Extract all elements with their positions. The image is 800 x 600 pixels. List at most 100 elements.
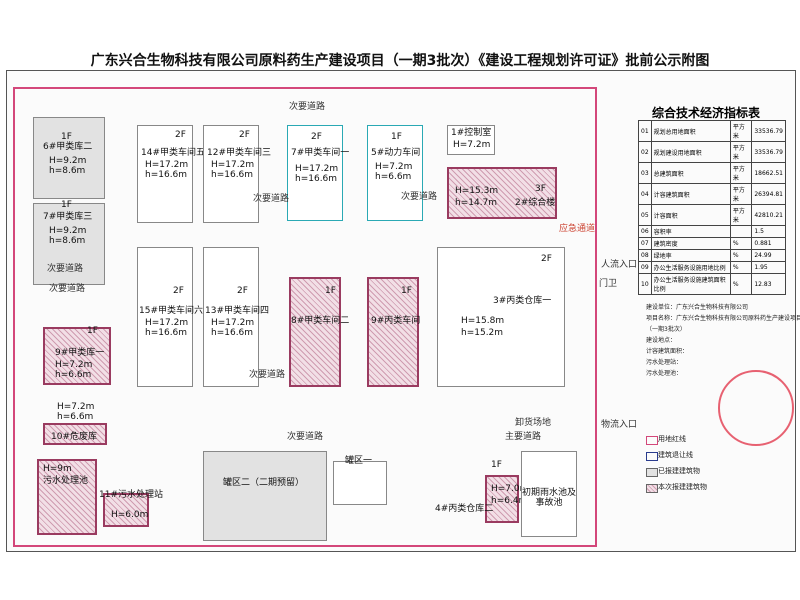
building-11-h1: H=6.0m — [111, 510, 149, 520]
legend-current: 本次报建建筑物 — [658, 483, 707, 491]
indicator-cell: 26394.81 — [751, 183, 786, 205]
indicator-cell: 09 — [638, 261, 652, 274]
building-7-name: 7#甲类车间一 — [291, 148, 350, 158]
gate-logistics: 物流入口 — [601, 420, 638, 430]
indicator-cell: 办公生活服务设施用地比例 — [650, 261, 731, 274]
indicator-cell: % — [729, 273, 753, 295]
building-2-h2: h=14.7m — [455, 198, 498, 208]
indicator-cell: 平方米 — [729, 204, 753, 226]
project-info-line: 计容建筑面积： — [646, 348, 689, 355]
road-bottom: 次要道路 — [287, 432, 324, 442]
indicator-cell: 容积率 — [650, 225, 731, 238]
building-12-floors: 2F — [239, 130, 250, 140]
sewage-pool — [37, 459, 97, 535]
indicator-cell: % — [729, 261, 753, 274]
sewage-pool-name: 污水处理池 — [43, 476, 89, 486]
indicator-cell: 02 — [638, 141, 652, 163]
building-2-name: 2#综合楼 — [515, 198, 556, 208]
building-2-floors: 3F — [535, 184, 546, 194]
indicator-cell: 33536.79 — [751, 120, 786, 142]
indicator-cell: 33536.79 — [751, 141, 786, 163]
gate-people: 人流入口 — [601, 260, 638, 270]
indicator-cell: 01 — [638, 120, 652, 142]
indicator-cell: 计容建筑面积 — [650, 183, 731, 205]
building-1-h1: H=7.2m — [453, 140, 491, 150]
building-12-h2: h=16.6m — [211, 170, 254, 180]
building-9c-name: 9#丙类车间 — [371, 316, 421, 326]
building-5-floors: 1F — [391, 132, 402, 142]
building-15-h2: h=16.6m — [145, 328, 188, 338]
building-5 — [367, 125, 423, 221]
building-12-h1: H=17.2m — [211, 160, 255, 170]
building-12 — [203, 125, 259, 223]
road-left-mid: 次要道路 — [47, 264, 84, 274]
indicator-cell: 1.95 — [751, 261, 786, 274]
rainwater-pool — [521, 451, 577, 537]
legend-swatch-red-line — [646, 436, 658, 445]
building-3-h2: h=15.2m — [461, 328, 504, 338]
tank-area-2-name: 罐区二（二期预留） — [223, 478, 305, 488]
building-15-name: 15#甲类车间六 — [139, 306, 203, 316]
legend-existing: 已报建建筑物 — [658, 467, 700, 475]
building-9-floors: 1F — [87, 326, 98, 336]
indicator-cell: 08 — [638, 249, 652, 262]
building-4-floors: 1F — [491, 460, 502, 470]
road-mid-2: 次要道路 — [401, 192, 438, 202]
building-6-h1: H=9.2m — [49, 156, 87, 166]
indicator-cell: 1.5 — [751, 225, 786, 238]
legend-red-line: 用地红线 — [658, 435, 686, 443]
indicator-cell: 平方米 — [729, 141, 753, 163]
building-6-name: 6#甲类库二 — [43, 142, 93, 152]
tank-area-1-name: 罐区一 — [345, 456, 373, 466]
indicator-cell — [729, 225, 753, 238]
building-5-name: 5#动力车间 — [371, 148, 421, 158]
indicator-cell: 07 — [638, 237, 652, 250]
building-9-name: 9#甲类库一 — [55, 348, 105, 358]
building-15-h1: H=17.2m — [145, 318, 189, 328]
indicator-cell: 12.83 — [751, 273, 786, 295]
building-14-name: 14#甲类车间五 — [141, 148, 205, 158]
building-4 — [485, 475, 519, 523]
tank-area-2 — [203, 451, 327, 541]
indicator-cell: 03 — [638, 162, 652, 184]
building-6-h2: h=8.6m — [49, 166, 86, 176]
project-info-line: 污水处理站： — [646, 359, 683, 366]
building-9 — [43, 327, 111, 385]
building-4-h2: h=6.4m — [491, 496, 528, 506]
building-3-floors: 2F — [541, 254, 552, 264]
building-13 — [203, 247, 259, 387]
building-15-floors: 2F — [173, 286, 184, 296]
legend-swatch-current — [646, 484, 658, 493]
indicator-cell: 24.99 — [751, 249, 786, 262]
indicator-cell: 平方米 — [729, 120, 753, 142]
site-boundary — [13, 87, 597, 547]
gate-guard: 门卫 — [599, 279, 618, 289]
indicator-cell: 05 — [638, 204, 652, 226]
building-6 — [33, 117, 105, 199]
legend-swatch-existing — [646, 468, 658, 477]
indicator-cell: 18662.51 — [751, 162, 786, 184]
building-8 — [289, 277, 341, 387]
building-1 — [447, 125, 495, 155]
road-mid-1: 次要道路 — [253, 194, 290, 204]
building-15 — [137, 247, 193, 387]
building-3-h1: H=15.8m — [461, 316, 505, 326]
page-title: 广东兴合生物科技有限公司原料药生产建设项目（一期3批次）《建设工程规划许可证》批… — [90, 53, 710, 69]
building-9-h2: h=6.6m — [55, 370, 92, 380]
road-top-mid: 次要道路 — [289, 102, 326, 112]
indicator-cell: 办公生活服务设施建筑面积比例 — [650, 273, 731, 295]
indicator-cell: % — [729, 237, 753, 250]
building-13-name: 13#甲类车间四 — [205, 306, 269, 316]
building-14-floors: 2F — [175, 130, 186, 140]
indicator-cell: 平方米 — [729, 162, 753, 184]
road-left: 次要道路 — [49, 284, 86, 294]
project-info-line: 建设单位：广东兴合生物科技有限公司 — [646, 304, 749, 311]
building-4-name: 4#丙类仓库二 — [435, 504, 494, 514]
indicator-cell: 42810.21 — [751, 204, 786, 226]
unloading-area: 卸货场地 — [515, 418, 552, 428]
sewage-pool-h1: H=9m — [43, 464, 72, 474]
